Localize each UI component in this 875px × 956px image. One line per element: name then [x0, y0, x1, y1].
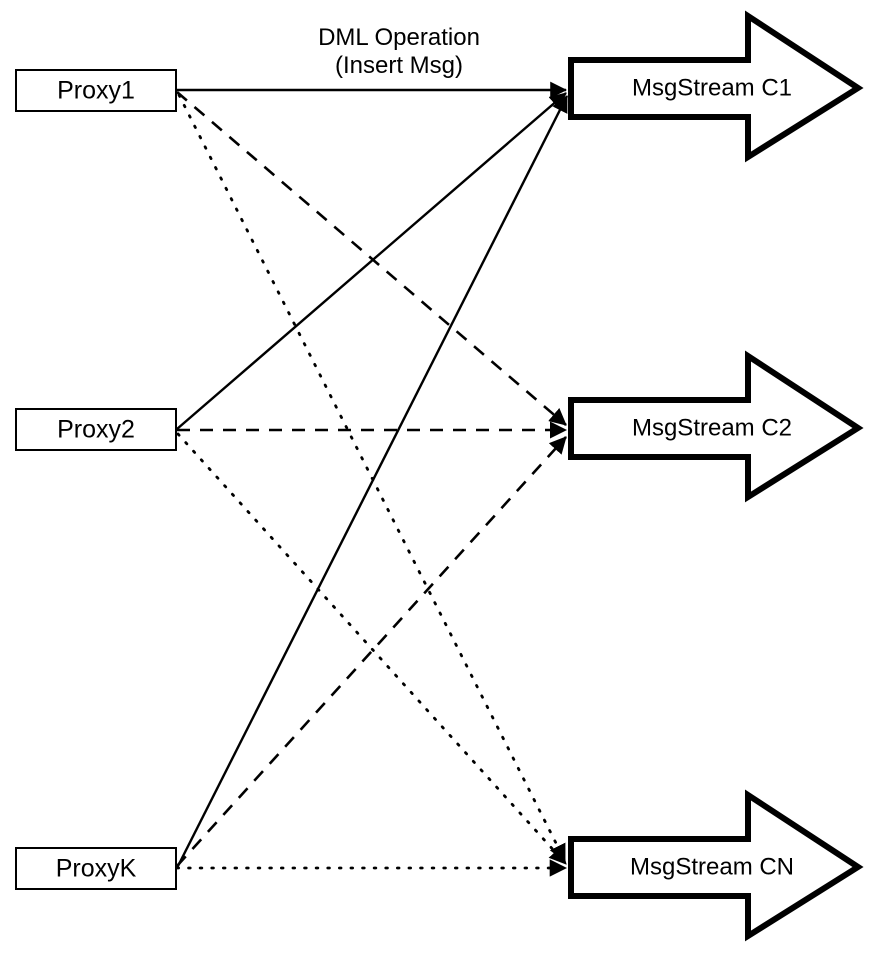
proxy2-box[interactable]: [15, 408, 177, 451]
edge-proxy1-to-stream-cn: [177, 93, 567, 863]
proxyk-box[interactable]: [15, 847, 177, 890]
edge-group-solid: [175, 81, 569, 869]
edge-proxy2-to-stream-cn: [176, 432, 568, 866]
edge-proxy1-to-stream-c2: [176, 91, 567, 426]
edge-proxy2-to-stream-c1: [176, 92, 567, 430]
annotation-line-2: (Insert Msg): [335, 52, 463, 79]
stream-c2-label: MsgStream C2: [632, 414, 792, 441]
node-proxy2[interactable]: Proxy2: [15, 408, 177, 451]
edge-group-dotted: [175, 93, 568, 877]
node-stream-c1[interactable]: MsgStream C1: [568, 10, 864, 163]
proxyk-label: ProxyK: [56, 855, 137, 883]
annotation-dml-operation: DML Operation (Insert Msg): [318, 24, 480, 79]
stream-c1-label: MsgStream C1: [632, 74, 792, 101]
stream-cn-label: MsgStream CN: [630, 853, 794, 880]
node-proxyk[interactable]: ProxyK: [15, 847, 177, 890]
stream-cn-arrow-shape[interactable]: [568, 789, 864, 942]
edge-proxyk-to-stream-c1: [175, 95, 569, 869]
proxy1-box[interactable]: [15, 69, 177, 112]
node-stream-c2[interactable]: MsgStream C2: [568, 350, 864, 503]
proxy2-label: Proxy2: [57, 416, 135, 444]
stream-c1-arrow-shape[interactable]: [568, 10, 864, 163]
edge-group-dashed: [176, 91, 568, 867]
stream-c2-arrow-shape[interactable]: [568, 350, 864, 503]
node-stream-cn[interactable]: MsgStream CN: [568, 789, 864, 942]
edge-proxyk-to-stream-c2: [176, 436, 567, 867]
node-proxy1[interactable]: Proxy1: [15, 69, 177, 112]
proxy1-label: Proxy1: [57, 77, 135, 105]
annotation-line-1: DML Operation: [318, 24, 480, 51]
